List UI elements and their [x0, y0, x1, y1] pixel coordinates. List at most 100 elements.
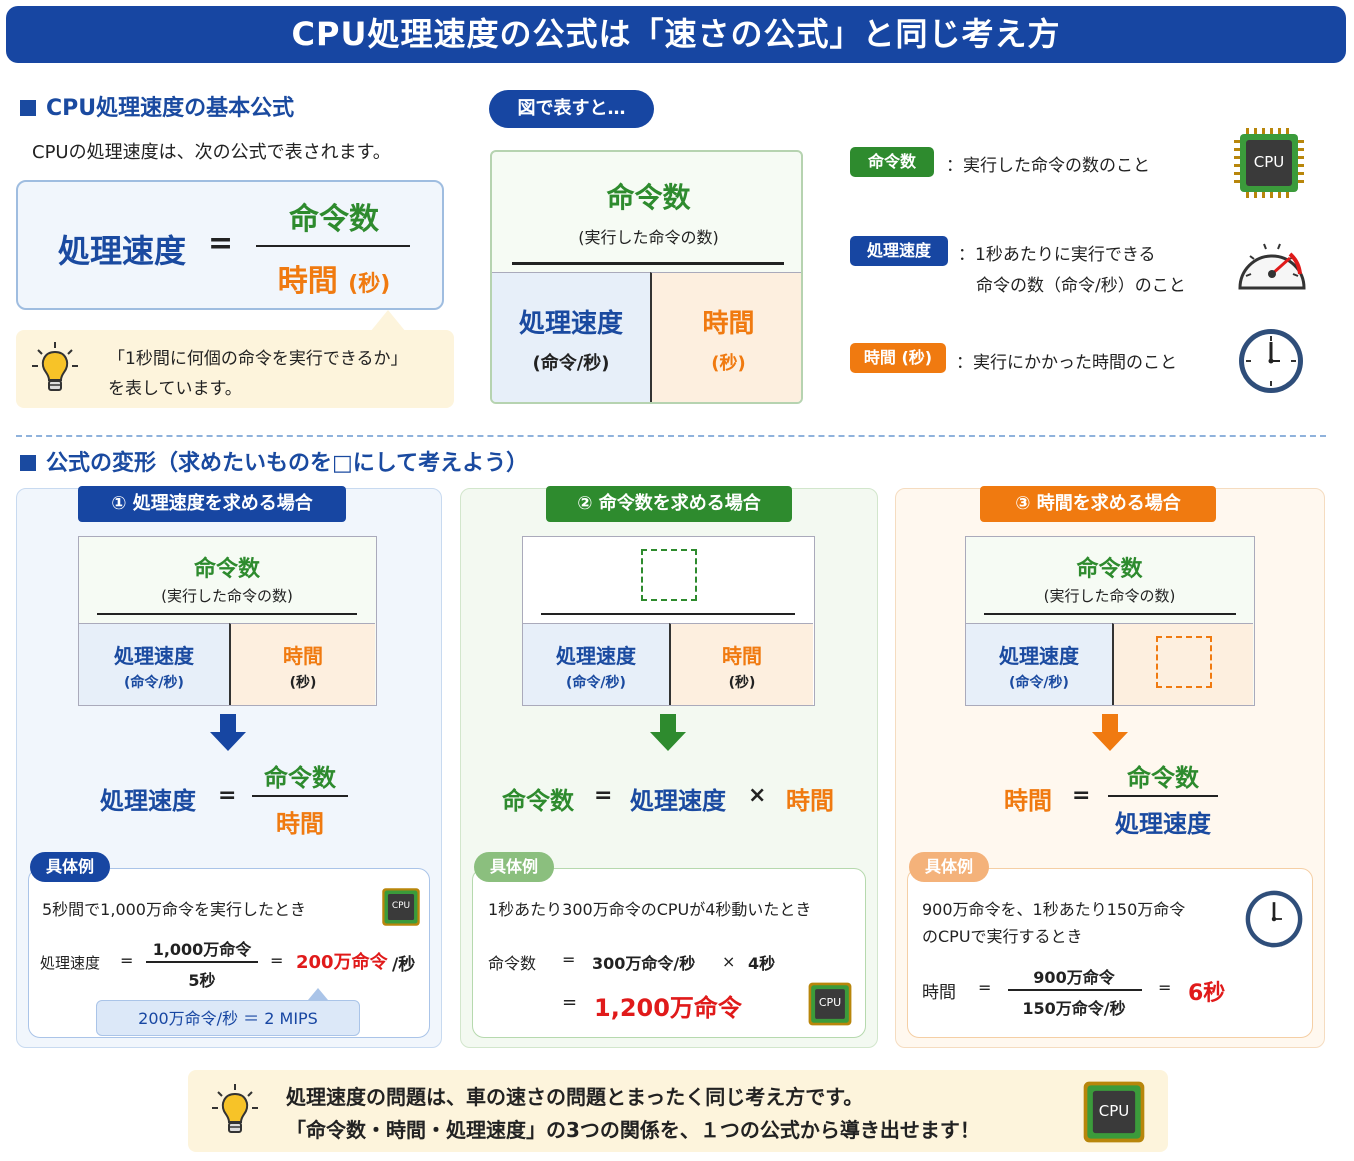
case-instructions-eq-times: × — [748, 783, 767, 808]
cpu-chip-icon — [1234, 128, 1304, 198]
case-time-example — [907, 868, 1313, 1038]
cpu-label: CPU — [818, 996, 842, 1009]
case-instructions-ex-times: × — [722, 952, 736, 971]
case-speed-left-sub: (命令/秒) — [124, 675, 184, 691]
case-time-ex-bar — [1008, 989, 1142, 991]
transform-section-heading: 公式の変形（求めたいものを□にして考えよう） — [20, 445, 528, 477]
figure-left-label: 処理速度 — [518, 309, 623, 339]
figure-right-sub: (秒) — [711, 353, 746, 374]
case-speed-ex-eq2: = — [270, 951, 284, 970]
case-speed-bar — [97, 613, 357, 615]
case-time-ex-eq1: = — [978, 978, 992, 997]
case-instructions-eq-mid: 処理速度 — [630, 787, 726, 815]
case-speed-eq-bar — [252, 795, 348, 797]
case-time-example-tag: 具体例 — [909, 852, 989, 882]
case-time-figure: 命令数 (実行した命令の数) 処理速度 (命令/秒) — [965, 536, 1255, 706]
case-instructions-figure: 処理速度 (命令/秒) 時間 (秒) — [522, 536, 815, 706]
clock-icon — [1239, 329, 1303, 393]
case-time-left: 処理速度 — [999, 644, 1079, 668]
legend-desc-speed-2: 命令の数（命令/秒）のこと — [976, 276, 1186, 296]
denominator-unit: (秒) — [348, 272, 391, 297]
case-time-right-cell — [1112, 623, 1253, 705]
legend-tag-time: 時間 (秒) — [850, 343, 946, 373]
case-speed-ex-unit: /秒 — [392, 955, 416, 975]
basic-heading-text: CPU処理速度の基本公式 — [46, 96, 295, 121]
case-instructions-right-cell: 時間 (秒) — [669, 623, 813, 705]
case-instructions-example-tag: 具体例 — [474, 852, 554, 882]
case-speed-ex-eq1: = — [120, 951, 134, 970]
case-speed-right: 時間 — [283, 644, 323, 668]
tip-pointer — [370, 310, 406, 332]
case-speed-ex-lhs: 処理速度 — [40, 954, 101, 972]
summary-line2: 「命令数・時間・処理速度」の3つの関係を、１つの公式から導き出せます！ — [286, 1118, 980, 1142]
case-instructions-ex-eq1: = — [562, 950, 576, 969]
case-instructions-left-sub: (命令/秒) — [566, 675, 626, 691]
case-time-bar — [984, 613, 1236, 615]
case-instructions-left: 処理速度 — [556, 644, 636, 668]
legend-desc-time: ：実行にかかった時間のこと — [956, 353, 1177, 373]
arrow-down-icon — [210, 714, 246, 751]
tip-box: 「1秒間に何個の命令を実行できるか」 を表しています。 — [16, 330, 454, 408]
arrow-down-icon — [650, 714, 686, 751]
case-time-ex-den: 150万命令/秒 — [1022, 999, 1126, 1018]
case-instructions-example-line: 1秒あたり300万命令のCPUが4秒動いたとき — [488, 900, 812, 919]
case-time-example-line1: 900万命令を、1秒あたり150万命令 — [922, 900, 1186, 919]
page-title: CPU処理速度の公式は「速さの公式」と同じ考え方 — [6, 6, 1346, 63]
case-instructions-bar — [541, 613, 795, 615]
heading-square-icon — [20, 455, 36, 471]
case-speed-ex-num: 1,000万命令 — [152, 940, 252, 959]
case-time-top: 命令数 — [1076, 557, 1143, 582]
mips-note: 200万命令/秒 ＝ 2 MIPS — [96, 1000, 360, 1036]
case-speed-top-sub: (実行した命令の数) — [161, 587, 293, 605]
case-time-eq-lhs: 時間 — [1004, 787, 1052, 815]
lightbulb-icon — [32, 342, 78, 391]
case-instructions-eq-rhs: 時間 — [786, 787, 834, 815]
case-time-top-sub: (実行した命令の数) — [1043, 587, 1176, 605]
basic-intro: CPUの処理速度は、次の公式で表されます。 — [32, 142, 391, 163]
case-speed-example-line: 5秒間で1,000万命令を実行したとき — [42, 900, 306, 919]
formula-numerator: 命令数 — [289, 202, 379, 237]
case-time-ex-eq2: = — [1158, 978, 1172, 997]
case-speed-eq-den: 時間 — [276, 810, 324, 838]
figure-pill: 図で表すと… — [489, 90, 654, 128]
case-instructions-ex-a: 300万命令/秒 — [592, 954, 696, 973]
unknown-box — [641, 549, 697, 601]
case-speed-title: ① 処理速度を求める場合 — [78, 486, 346, 522]
case-instructions-right-sub: (秒) — [728, 675, 756, 691]
case-speed-left-cell: 処理速度 (命令/秒) — [79, 623, 229, 705]
legend-tag-instructions: 命令数 — [850, 147, 934, 177]
case-instructions-ex-eq2: = — [562, 992, 578, 1013]
figure-right-cell: 時間 (秒) — [650, 272, 801, 402]
case-speed-right-cell: 時間 (秒) — [229, 623, 375, 705]
formula-equals: = — [208, 226, 234, 261]
case-speed-ex-den: 5秒 — [188, 971, 216, 990]
summary-line1: 処理速度の問題は、車の速さの問題とまったく同じ考え方です。 — [286, 1085, 864, 1109]
case-time-eq-num: 命令数 — [1127, 764, 1199, 792]
cpu-label: CPU — [1098, 1102, 1130, 1120]
heading-square-icon — [20, 100, 36, 116]
tip-line2: を表しています。 — [108, 379, 242, 399]
case-time-ex-result: 6秒 — [1188, 981, 1226, 1006]
clock-icon — [1245, 890, 1303, 948]
arrow-down-icon — [1092, 714, 1128, 751]
cpu-label: CPU — [391, 901, 411, 911]
formula-lhs: 処理速度 — [58, 232, 187, 270]
case-speed-top: 命令数 — [193, 557, 260, 582]
case-instructions-right: 時間 — [722, 644, 762, 668]
case-instructions-title: ② 命令数を求める場合 — [546, 486, 792, 522]
basic-section-heading: CPU処理速度の基本公式 — [20, 90, 294, 122]
case-time-eq: = — [1072, 783, 1091, 808]
figure-fraction-bar — [512, 262, 784, 265]
cpu-chip-icon — [382, 888, 420, 926]
summary-box: 処理速度の問題は、車の速さの問題とまったく同じ考え方です。 「命令数・時間・処理… — [188, 1070, 1168, 1152]
mips-pointer — [308, 988, 328, 1000]
case-instructions-ex-b: 4秒 — [748, 954, 776, 973]
case-time-left-cell: 処理速度 (命令/秒) — [966, 623, 1112, 705]
case-time-ex-num: 900万命令 — [1033, 968, 1115, 987]
case-speed-example-tag: 具体例 — [30, 852, 110, 882]
denominator-text: 時間 — [277, 264, 338, 299]
case-speed-figure: 命令数 (実行した命令の数) 処理速度 (命令/秒) 時間 (秒) — [78, 536, 377, 706]
case-instructions-eq-lhs: 命令数 — [502, 787, 574, 815]
tip-line1: 「1秒間に何個の命令を実行できるか」 — [108, 349, 408, 369]
case-speed-ex-result: 200万命令 — [296, 952, 388, 973]
